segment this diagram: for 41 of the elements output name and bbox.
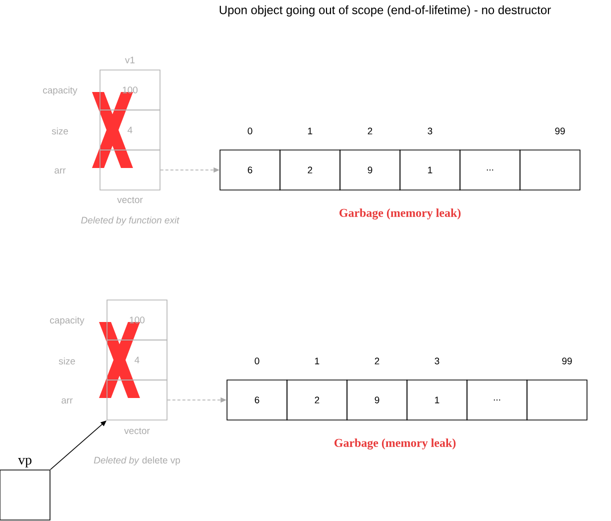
- index-label: 99: [562, 358, 572, 364]
- vector-field-cell: [100, 150, 160, 190]
- index-label: 99: [555, 128, 565, 134]
- field-label: arr: [54, 168, 66, 174]
- array-cell: [520, 150, 580, 190]
- vector-field-cell: 100: [100, 70, 160, 110]
- index-label: 0: [254, 358, 260, 364]
- array-cell: ...: [466, 380, 528, 420]
- array-cell: 9: [346, 380, 408, 420]
- array-cell: 9: [340, 150, 400, 190]
- vector-field-cell: 4: [100, 110, 160, 150]
- index-label: 0: [248, 128, 252, 134]
- array-cell: 2: [286, 380, 348, 420]
- field-label: size: [52, 128, 68, 134]
- index-label: 1: [315, 358, 320, 364]
- title: Upon object going out of scope (end-of-lifetime) - no destructor: [220, 5, 551, 17]
- vector-field-cell: 100: [106, 300, 168, 340]
- array-cell: 1: [400, 150, 460, 190]
- field-label: Deleted by delete vp: [94, 456, 180, 466]
- vector-field-cell: 4: [106, 340, 168, 380]
- field-label: capacity: [50, 316, 84, 326]
- index-label: 3: [434, 358, 440, 364]
- pointer-box: vp: [0, 458, 50, 520]
- index-label: 3: [428, 128, 432, 134]
- field-label: arr: [62, 398, 73, 404]
- index-label: 2: [374, 358, 380, 364]
- field-label: size: [58, 358, 75, 364]
- array-cell: [526, 380, 588, 420]
- array-cell: 6: [220, 150, 280, 190]
- index-label: 2: [368, 128, 372, 134]
- vector-field-cell: [106, 380, 168, 420]
- array-cell: 1: [406, 380, 468, 420]
- field-label: capacity: [43, 86, 78, 96]
- warning-text: Garbage (memory leak): [334, 438, 456, 450]
- array-cell: ...: [460, 150, 520, 190]
- index-label: 1: [308, 128, 312, 134]
- warning-text: Garbage (memory leak): [340, 208, 461, 220]
- array-cell: 6: [226, 380, 288, 420]
- note-text: Deleted by function exit: [81, 216, 180, 226]
- array-cell: 2: [280, 150, 340, 190]
- node-label: vp: [18, 458, 32, 468]
